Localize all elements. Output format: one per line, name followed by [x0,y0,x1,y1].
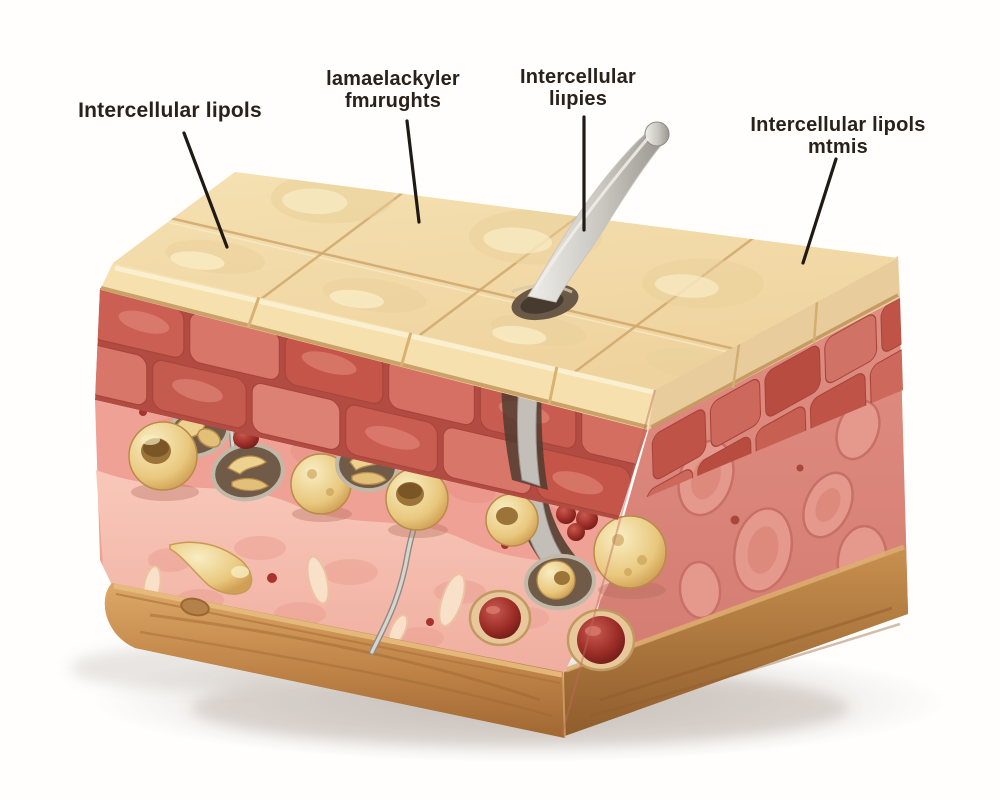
leader-line-2 [405,119,421,224]
front-right-corner-edge [561,389,656,736]
label-line: lamaelackyler [326,68,460,90]
base-layer-front [104,583,566,739]
label-line: mtmis [808,136,868,158]
red-dot [426,618,434,626]
corneocyte-lipid-cell [485,493,539,547]
label-line: liıpies [548,88,608,110]
corneocyte-edge-front [100,263,655,430]
label-line: Intercellular lipols [750,114,926,136]
leader-line-1 [182,131,229,249]
corneocyte-lipid-cell [128,421,198,491]
wood-knot [180,597,210,617]
label-line: fmɹrughts [344,90,442,112]
lipid-granule [593,515,667,589]
label-intercellular-lipols-left: Intercellular lipols [55,100,285,122]
stratum-corneum-top-surface [113,172,898,390]
label-line: Intercellular [520,66,636,88]
lamellar-vesicle [211,442,285,502]
red-dot [267,573,277,583]
label-intercellular-lipols-right: Intercellular lipols mtmis [718,114,958,158]
hair-shaft [511,121,670,321]
leader-lines [182,115,838,265]
corneocyte-edge-side [648,256,900,430]
tile-creases [160,172,802,380]
label-intercellular-liipies: Intercellular liıpies [478,66,678,110]
capillary-red-sphere [468,589,532,647]
gland-teardrop [169,541,253,595]
leader-line-4 [801,157,838,265]
label-line: Intercellular lipols [78,99,262,122]
label-lamaelackyler: lamaelackyler fmɹrughts [293,68,493,112]
capillary-red-sphere [566,608,636,672]
lamellar-vesicle [524,553,596,611]
